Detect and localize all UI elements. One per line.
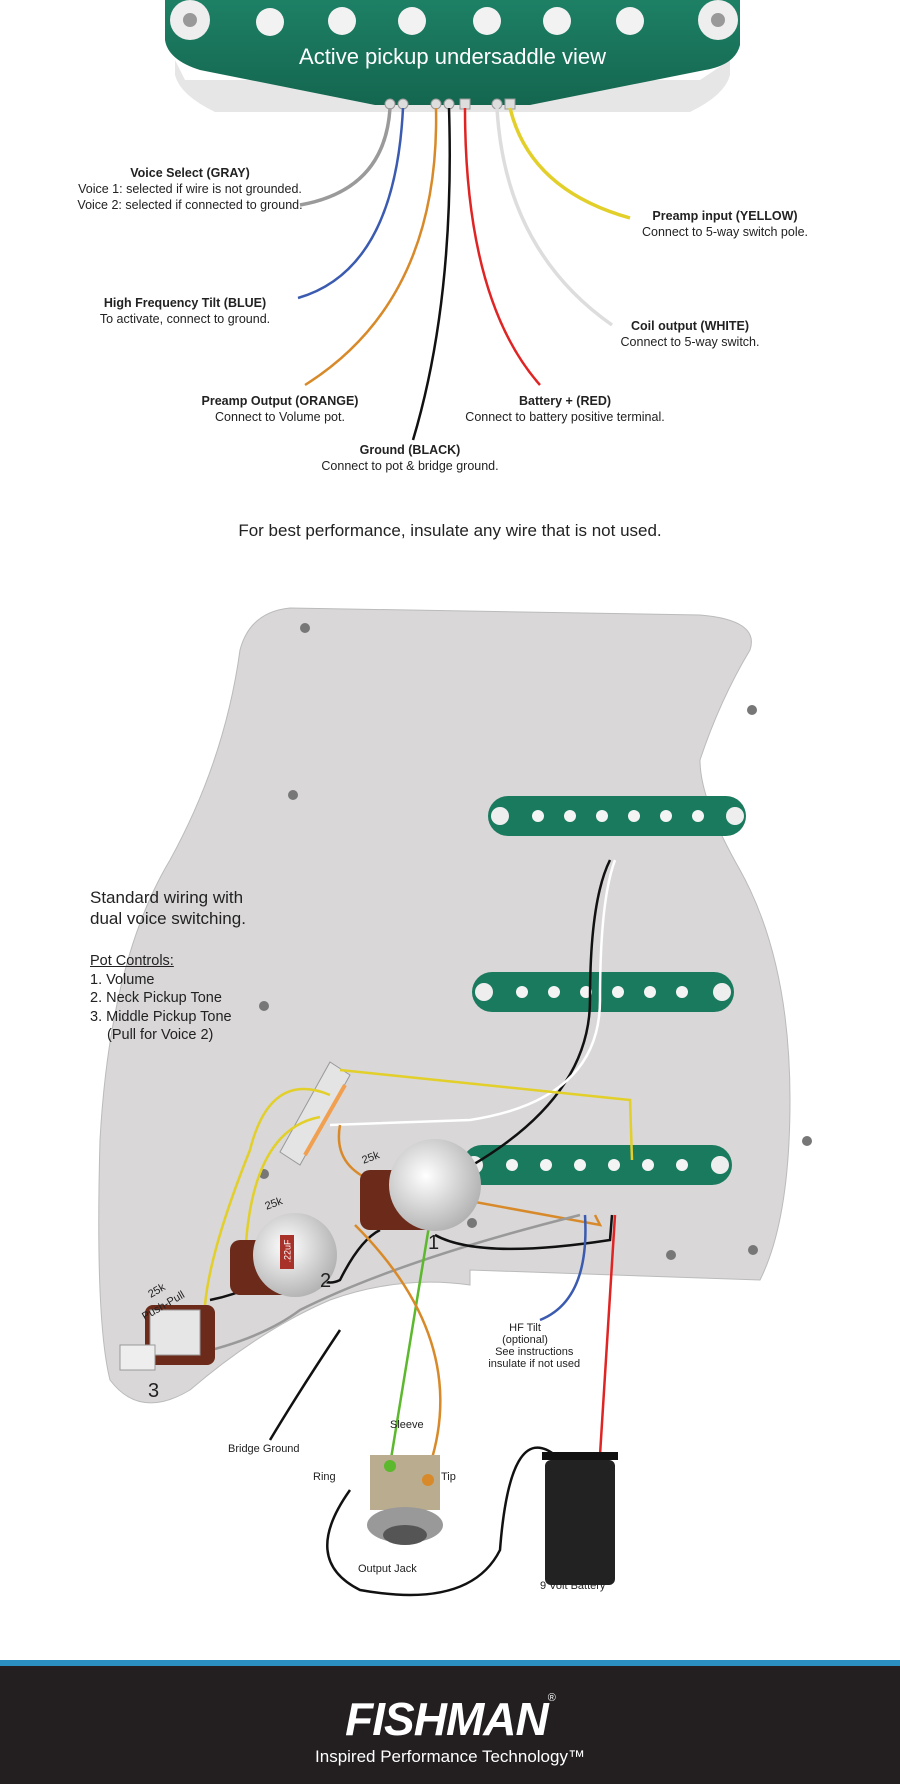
- output-jack: [367, 1455, 443, 1545]
- pot-controls: Pot Controls: 1. Volume 2. Neck Pickup T…: [90, 953, 232, 1043]
- middle-pickup: [472, 972, 734, 1012]
- pot-1: [360, 1139, 481, 1231]
- tip-label: Tip: [441, 1471, 456, 1483]
- battery-label-9v: 9 Volt Battery: [540, 1580, 606, 1592]
- pot-2: [230, 1213, 337, 1297]
- active-pickup-top-view: [165, 0, 740, 112]
- preamp-input-label: Preamp input (YELLOW)Connect to 5-way sw…: [641, 209, 809, 239]
- preamp-output-label: Preamp Output (ORANGE)Connect to Volume …: [201, 394, 359, 424]
- footer: [0, 1660, 900, 1784]
- insulate-note: For best performance, insulate any wire …: [238, 521, 662, 540]
- pot-number-1: 1: [428, 1232, 440, 1254]
- hf-tilt-label: High Frequency Tilt (BLUE)To activate, c…: [99, 296, 271, 326]
- voice-select-label: Voice Select (GRAY)Voice 1: selected if …: [77, 166, 303, 212]
- bridge-pickup: [462, 1145, 732, 1185]
- output-jack-label: Output Jack: [358, 1563, 417, 1575]
- ground-label: Ground (BLACK)Connect to pot & bridge gr…: [321, 443, 499, 473]
- coil-output-label: Coil output (WHITE)Connect to 5-way swit…: [620, 319, 760, 349]
- battery-label: Battery + (RED)Connect to battery positi…: [465, 394, 665, 424]
- neck-pickup: [488, 796, 746, 836]
- capacitor-value: .22uF: [282, 1239, 293, 1263]
- pot-number-3: 3: [148, 1380, 160, 1402]
- hf-tilt-note: HF Tilt(optional) See instructions insul…: [488, 1322, 581, 1370]
- sleeve-label: Sleeve: [390, 1419, 424, 1431]
- pickup-lead-wires: [297, 107, 631, 441]
- pot-number-2: 2: [320, 1270, 332, 1292]
- pickup-view-title: Active pickup undersaddle view: [299, 44, 606, 69]
- bridge-ground-label: Bridge Ground: [228, 1443, 300, 1455]
- pot-3-push-pull: [119, 1305, 215, 1371]
- ring-label: Ring: [313, 1471, 336, 1483]
- fishman-logo: FISHMAN®: [345, 1692, 556, 1745]
- nine-volt-battery: [542, 1452, 618, 1585]
- tagline: Inspired Performance Technology™: [315, 1747, 585, 1766]
